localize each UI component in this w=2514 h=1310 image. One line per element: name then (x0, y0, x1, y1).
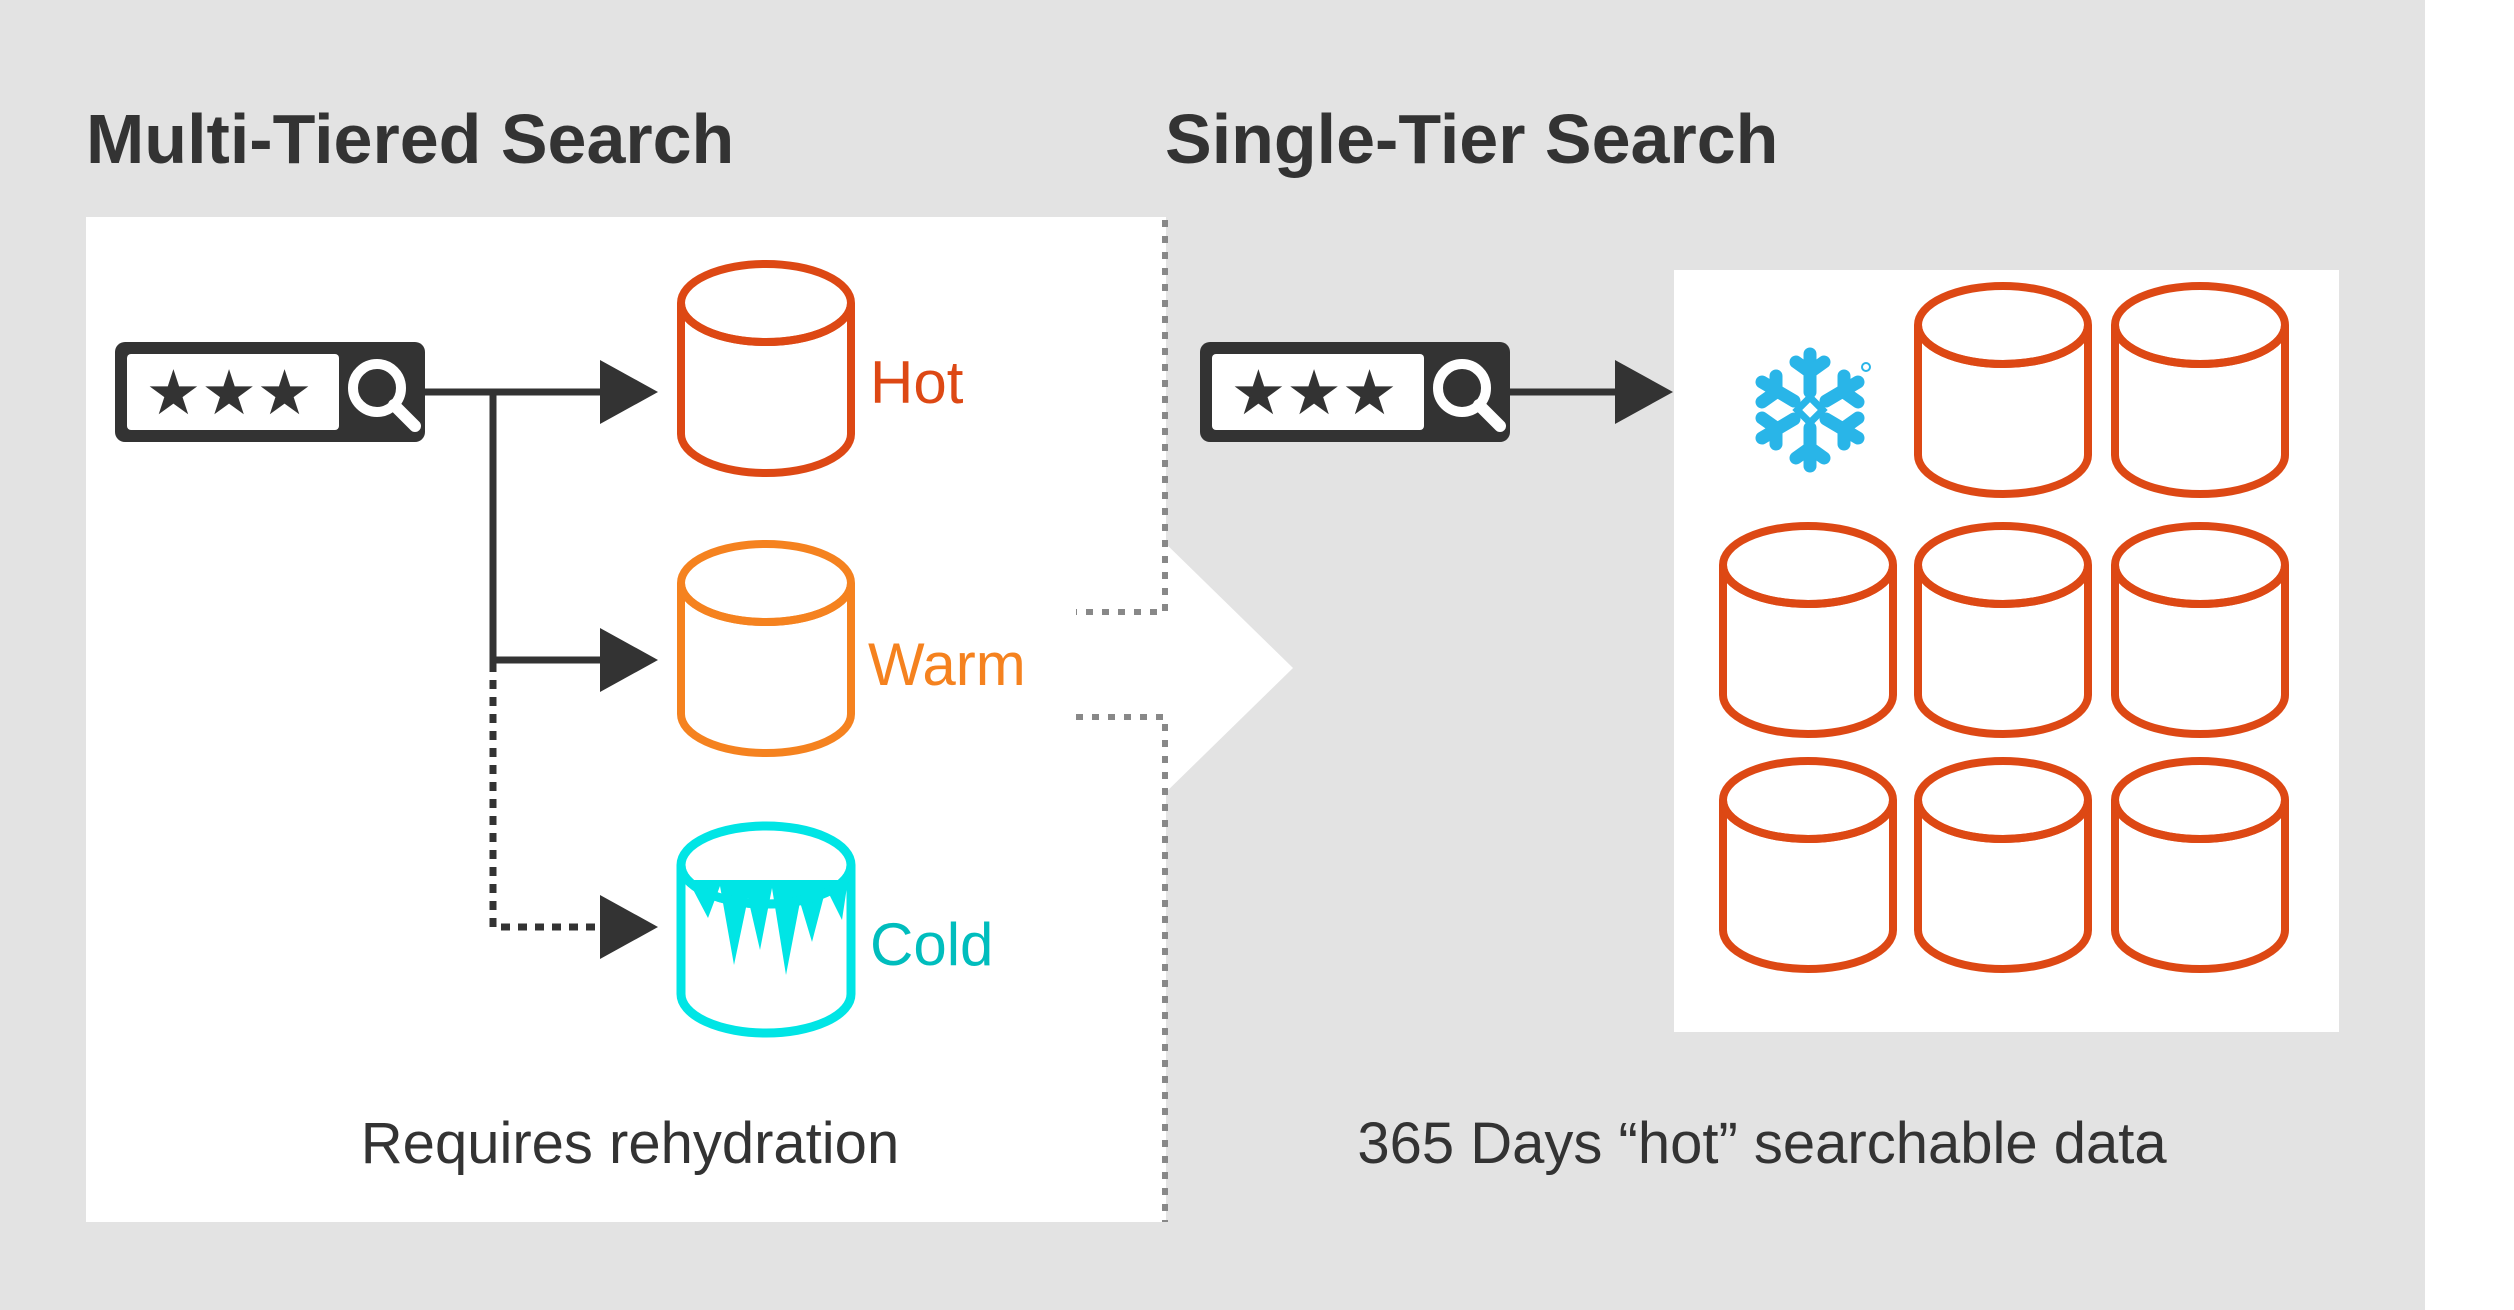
search-bar-left: ★★★ (115, 342, 425, 442)
tier-label-warm: Warm (868, 631, 1026, 698)
database-grid (1719, 282, 2289, 973)
search-stars-right: ★★★ (1231, 359, 1398, 428)
snowflake-icon (1755, 347, 1865, 473)
left-caption: Requires rehydration (361, 1111, 899, 1176)
database-icon (1914, 522, 2092, 738)
database-icon (2111, 757, 2289, 973)
transition-arrow (1160, 538, 1293, 798)
tier-label-cold: Cold (870, 911, 993, 978)
search-bar-right: ★★★ (1200, 342, 1510, 442)
arrow-head-cold (600, 895, 658, 959)
arrow-head-warm (600, 628, 658, 692)
right-caption: 365 Days “hot” searchable data (1357, 1111, 2167, 1176)
database-icon (2111, 522, 2289, 738)
database-icon (2111, 282, 2289, 498)
cold-database-icon (676, 821, 856, 1038)
database-icon (1719, 522, 1897, 738)
branch-arrows (425, 360, 658, 959)
database-icon (1719, 757, 1897, 973)
hot-database-icon (677, 260, 855, 477)
database-icon (1914, 757, 2092, 973)
warm-database-icon (677, 540, 855, 757)
arrow-head-right (1615, 360, 1673, 424)
registered-mark-icon (1861, 362, 1871, 372)
right-panel-title: Single-Tier Search (1165, 100, 1778, 178)
arrow-head-hot (600, 360, 658, 424)
tier-label-hot: Hot (870, 349, 964, 416)
divider-line (1076, 220, 1168, 1222)
database-icon (1914, 282, 2092, 498)
left-panel-title: Multi-Tiered Search (86, 100, 734, 178)
search-stars-left: ★★★ (146, 359, 313, 428)
